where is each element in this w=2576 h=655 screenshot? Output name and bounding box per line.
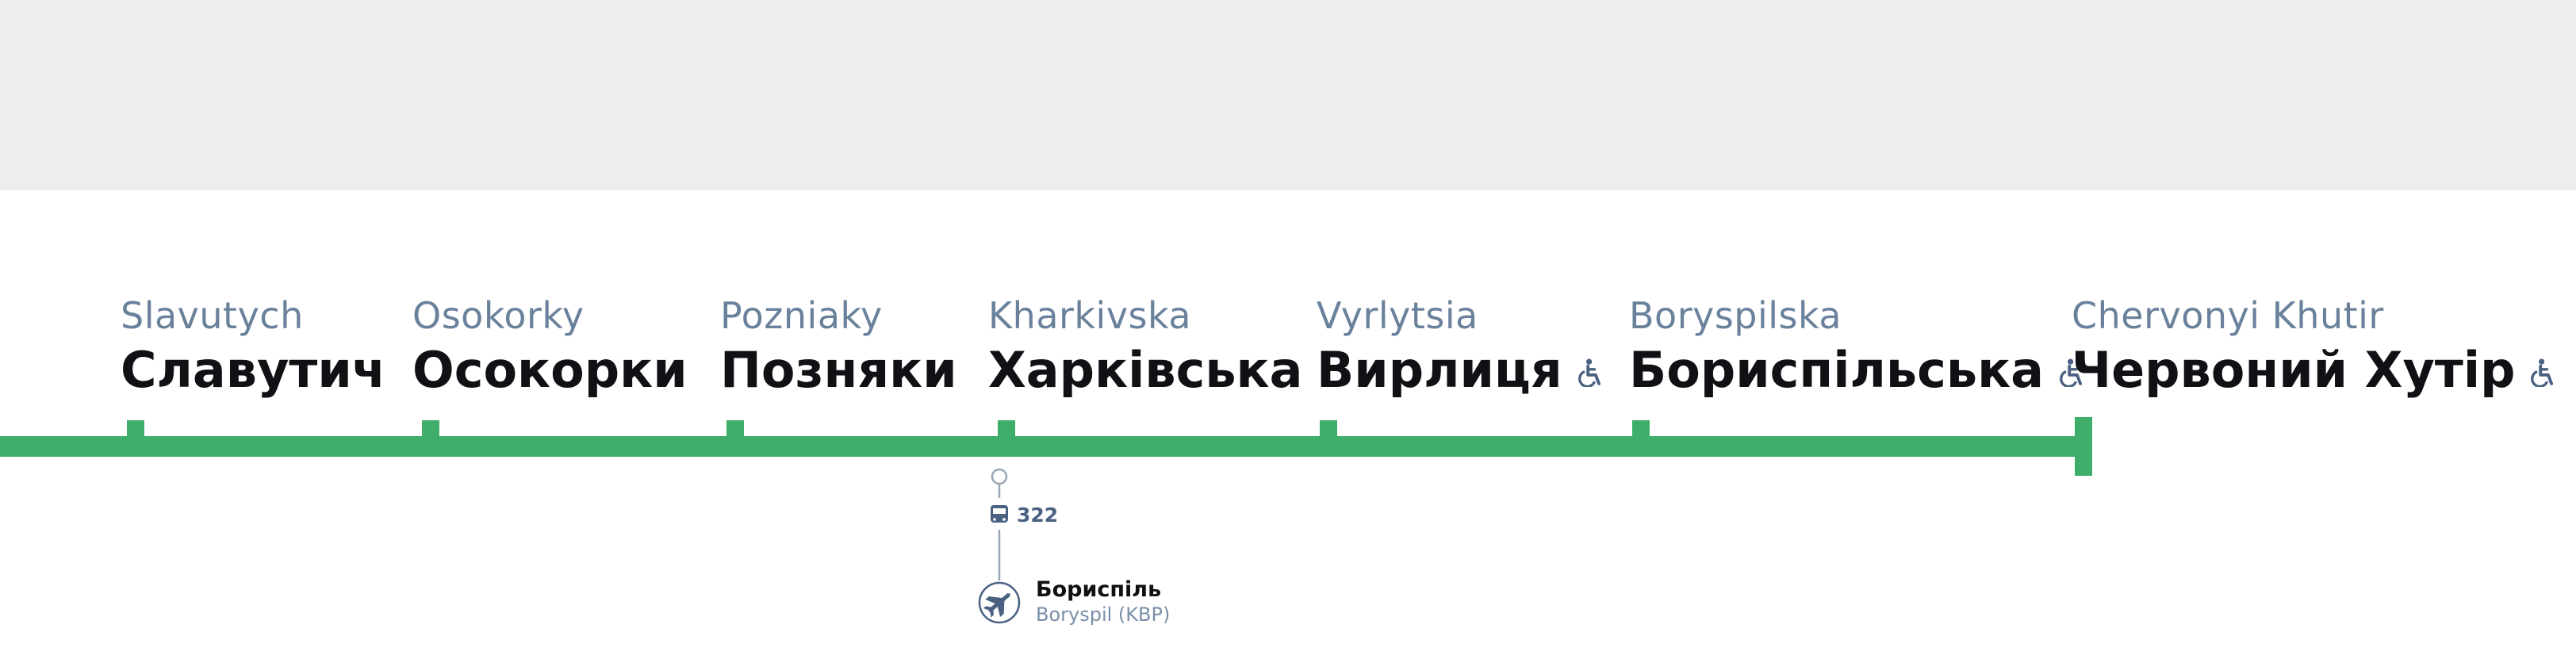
station-cyrillic-name: Осокорки	[412, 341, 688, 399]
metro-line-diagram	[0, 417, 2092, 476]
station-latin-name: Vyrlytsia	[1317, 294, 1478, 337]
station-cyrillic-name: Харківська	[988, 341, 1303, 399]
station-latin-name: Chervonyi Khutir	[2072, 294, 2384, 337]
station-cyrillic-name: Славутич	[121, 341, 386, 399]
bus-route-number: 322	[1017, 504, 1059, 527]
wheelchair-icon	[2060, 358, 2083, 387]
station-cyrillic-name: Бориспільська	[1629, 341, 2045, 399]
station-tick	[1632, 420, 1650, 441]
wheelchair-icon	[2531, 358, 2554, 387]
station-tick	[127, 420, 144, 441]
station-osokorky[interactable]: Osokorky Осокорки	[412, 292, 688, 401]
terminus-bar	[2075, 417, 2092, 476]
bus-icon	[991, 505, 1008, 523]
station-tick	[726, 420, 744, 441]
station-tick	[998, 420, 1015, 441]
station-tick	[422, 420, 439, 441]
station-latin-name: Boryspilska	[1629, 294, 1842, 337]
station-chervonyi-khutir[interactable]: Chervonyi Khutir Червоний Хутір	[2072, 292, 2556, 401]
station-latin-name: Kharkivska	[988, 294, 1192, 337]
airport-name: Бориспіль	[1036, 577, 1162, 602]
station-latin-name: Slavutych	[121, 294, 304, 337]
station-cyrillic-name: Червоний Хутір	[2072, 341, 2516, 399]
wheelchair-icon	[1577, 358, 1600, 387]
station-cyrillic-name: Позняки	[720, 341, 957, 399]
station-pozniaky[interactable]: Pozniaky Позняки	[720, 292, 957, 401]
station-latin-name: Pozniaky	[720, 294, 883, 337]
transfer-connector	[978, 468, 1021, 624]
station-latin-name: Osokorky	[412, 294, 585, 337]
airport-latin-name: Boryspil (KBP)	[1036, 603, 1171, 626]
station-kharkivska[interactable]: Kharkivska Харківська	[988, 292, 1302, 401]
station-cyrillic-name: Вирлиця	[1317, 341, 1562, 399]
station-slavutych[interactable]: Slavutych Славутич	[121, 292, 385, 401]
top-band	[0, 0, 2576, 190]
station-vyrlytsia[interactable]: Vyrlytsia Вирлиця	[1317, 292, 1604, 401]
airplane-icon	[978, 581, 1021, 624]
station-tick	[1320, 420, 1337, 441]
metro-line	[0, 436, 2091, 457]
station-boryspilska[interactable]: Boryspilska Бориспільська	[1629, 292, 2085, 401]
